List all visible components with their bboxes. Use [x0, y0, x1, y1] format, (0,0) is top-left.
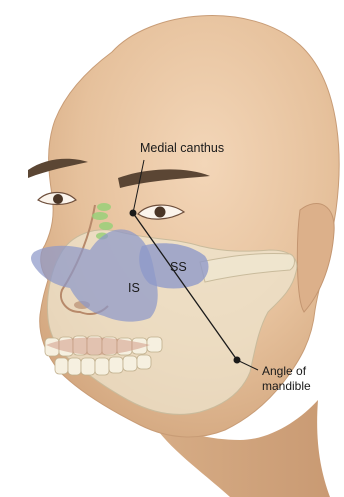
medial-canthus-dot — [130, 210, 137, 217]
angle-of-mandible-dot — [234, 357, 241, 364]
label-medial-canthus: Medial canthus — [140, 141, 224, 155]
label-is: IS — [128, 281, 140, 295]
label-angle-line1: Angle of — [262, 364, 307, 378]
label-ss: SS — [170, 260, 187, 274]
label-angle-line2: mandible — [262, 379, 311, 393]
ear — [297, 203, 334, 312]
